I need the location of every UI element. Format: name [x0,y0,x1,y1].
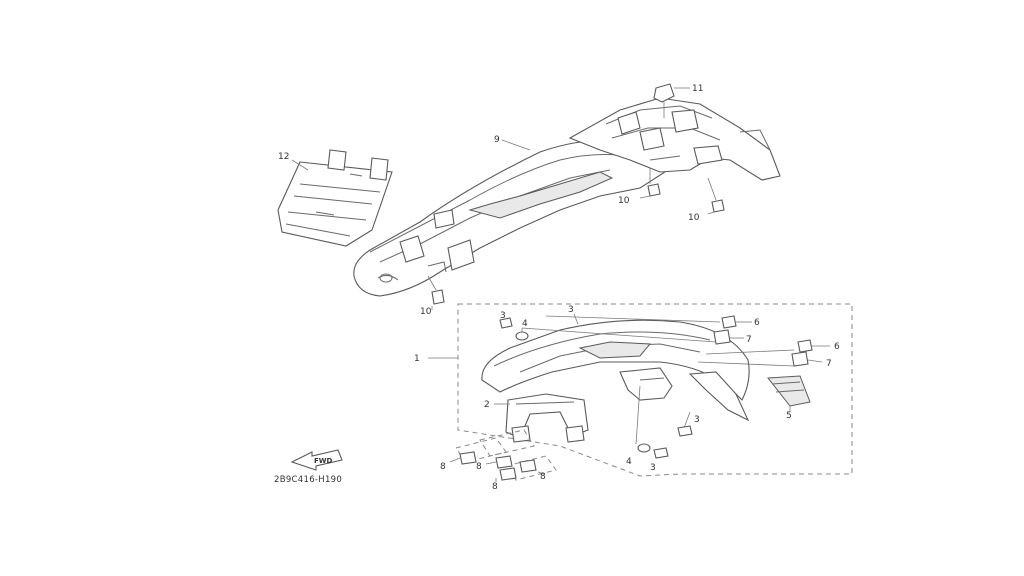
forward-direction-arrow: FWD [290,449,343,471]
grommet-part-11 [653,83,690,118]
callout-4-b: 4 [626,457,632,467]
screw-part-3-b [677,425,693,437]
diagram-code: 2B9C416-H190 [274,475,342,485]
mud-flap-part-12 [277,149,393,247]
callout-4-a: 4 [522,319,528,329]
nut-part-6-b [797,339,830,353]
fwd-label: FWD [314,457,333,465]
reflector-part-5 [767,375,811,412]
callout-9-leader [501,139,531,151]
bolt-part-10-c [427,275,445,310]
callout-3-a: 3 [568,305,574,315]
rear-bracket-assembly [568,97,781,181]
assembly-guide-lines [521,315,795,445]
callout-8-b: 8 [476,462,482,472]
callout-8-a: 8 [440,462,446,472]
callout-8-d: 8 [492,482,498,492]
callout-5: 5 [786,411,792,421]
bolt-part-10-b [707,177,725,215]
callout-7-b: 7 [826,359,832,369]
callout-10-b: 10 [688,213,700,223]
callout-10-a: 10 [618,196,630,206]
callout-10-c: 10 [420,307,432,317]
washer-part-4-b [637,443,651,453]
callout-6-a: 6 [754,318,760,328]
callout-8-c: 8 [540,472,546,482]
screw-part-3-c [653,447,669,459]
rear-fender-part-9 [353,139,669,297]
washer-part-4-a [515,331,529,341]
collar-part-7-a [713,329,744,345]
bolt-part-10-a [639,168,661,199]
callout-3-d: 3 [650,463,656,473]
callout-12: 12 [278,152,289,162]
callout-7-a: 7 [746,335,752,345]
nut-part-6-a [721,315,752,329]
callout-2: 2 [484,400,490,410]
callout-1: 1 [414,354,420,364]
collar-part-7-b [791,351,823,367]
callout-6-b: 6 [834,342,840,352]
fender-brace-part-2 [494,393,589,443]
bolt-part-8-group [449,429,557,482]
callout-11: 11 [692,84,703,94]
front-fender-kit-boundary [457,303,853,477]
front-fender [481,319,750,422]
screw-part-3-a [499,317,513,329]
callout-3-b: 3 [500,311,506,321]
callout-3a-leader [573,313,579,325]
callout-9: 9 [494,135,500,145]
callout-3-c: 3 [694,415,700,425]
callout-12-leader [291,159,309,171]
